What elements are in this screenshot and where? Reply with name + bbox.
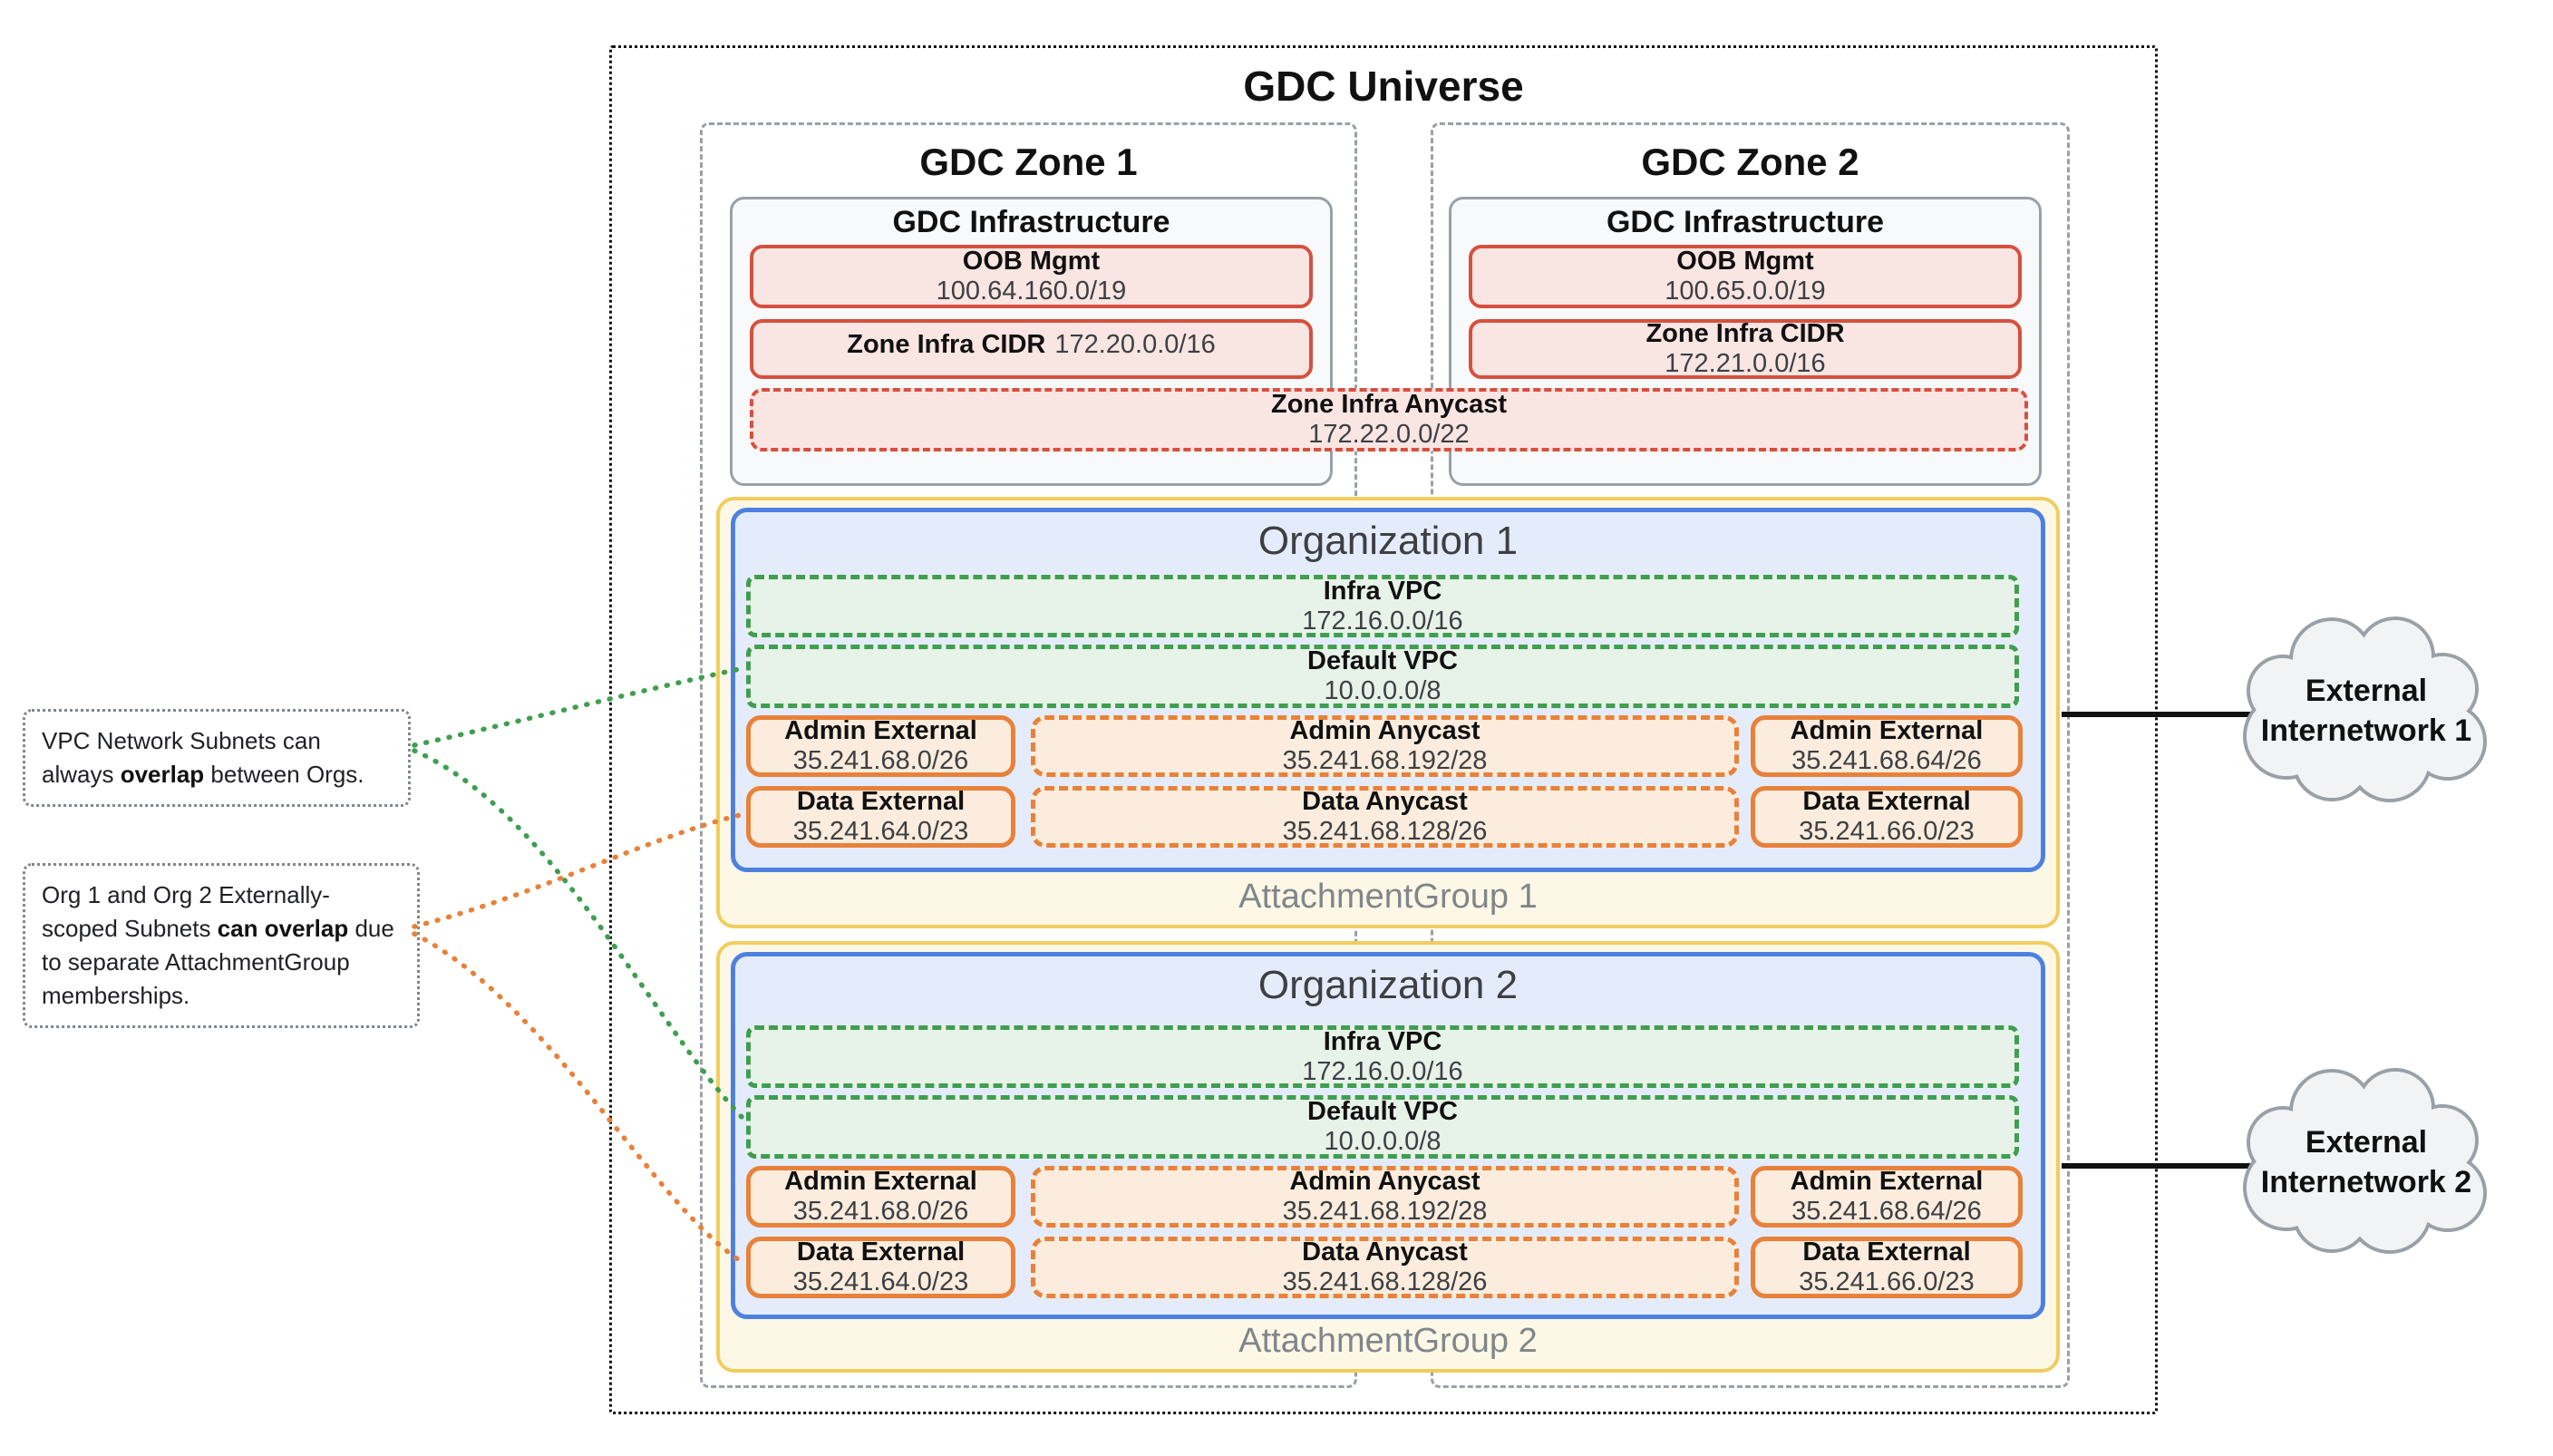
subnet-cidr: 35.241.68.192/28 — [1282, 1197, 1488, 1226]
subnet-label: Admin Anycast — [1289, 1167, 1480, 1196]
note-external-overlap: Org 1 and Org 2 Externally-scoped Subnet… — [23, 863, 420, 1028]
zone1-title: GDC Zone 1 — [919, 141, 1138, 183]
organization2-title: Organization 2 — [1257, 963, 1519, 1007]
subnet-cidr: 35.241.64.0/23 — [792, 1267, 969, 1296]
oob-cidr: 100.65.0.0/19 — [1665, 277, 1826, 306]
org2-admin-external-right-box: Admin External 35.241.68.64/26 — [1751, 1166, 2023, 1228]
zone-infra-cidr-label: Zone Infra CIDR — [1645, 319, 1845, 348]
zone-infra-anycast-box: Zone Infra Anycast 172.22.0.0/22 — [750, 388, 2028, 451]
anycast-cidr: 172.22.0.0/22 — [1308, 420, 1470, 449]
org1-data-anycast-box: Data Anycast 35.241.68.128/26 — [1031, 786, 1739, 848]
subnet-cidr: 35.241.68.192/28 — [1282, 746, 1488, 775]
subnet-cidr: 35.241.66.0/23 — [1799, 1267, 1975, 1296]
subnet-label: Data External — [1802, 787, 1971, 816]
org2-data-external-left-box: Data External 35.241.64.0/23 — [746, 1237, 1015, 1298]
cloud-label-line1: External — [2305, 1125, 2428, 1160]
vpc-label: Infra VPC — [1323, 1026, 1442, 1056]
subnet-label: Data Anycast — [1302, 787, 1468, 816]
subnet-cidr: 35.241.68.64/26 — [1791, 746, 1982, 775]
vpc-cidr: 10.0.0.0/8 — [1324, 1127, 1442, 1156]
org2-admin-anycast-box: Admin Anycast 35.241.68.192/28 — [1031, 1166, 1739, 1228]
note-text-bold: can overlap — [217, 915, 349, 942]
cloud-label-line2: Internetwork 2 — [2260, 1165, 2472, 1199]
oob-label: OOB Mgmt — [1676, 247, 1814, 276]
zone-infra-cidr-value: 172.21.0.0/16 — [1665, 349, 1826, 378]
vpc-cidr: 172.16.0.0/16 — [1302, 606, 1463, 636]
org2-data-external-right-box: Data External 35.241.66.0/23 — [1751, 1237, 2023, 1298]
vpc-label: Default VPC — [1307, 1097, 1458, 1126]
zone2-title: GDC Zone 2 — [1641, 141, 1859, 183]
subnet-cidr: 35.241.68.128/26 — [1282, 1267, 1488, 1296]
vpc-cidr: 172.16.0.0/16 — [1302, 1056, 1463, 1086]
note-text-bold: overlap — [120, 761, 205, 788]
oob-cidr: 100.64.160.0/19 — [936, 277, 1127, 306]
attachment-group2-label: AttachmentGroup 2 — [1238, 1322, 1538, 1360]
org1-admin-external-right-box: Admin External 35.241.68.64/26 — [1751, 715, 2023, 777]
note-text-post: due to separate AttachmentGroup membersh… — [42, 915, 394, 1009]
subnet-label: Admin Anycast — [1289, 716, 1480, 745]
zone2-infra-cidr-box: Zone Infra CIDR 172.21.0.0/16 — [1469, 319, 2022, 379]
subnet-label: Admin External — [1790, 716, 1984, 745]
org2-admin-external-left-box: Admin External 35.241.68.0/26 — [746, 1166, 1015, 1228]
vpc-label: Infra VPC — [1323, 576, 1442, 606]
zone1-oob-mgmt-box: OOB Mgmt 100.64.160.0/19 — [750, 245, 1313, 308]
subnet-label: Data External — [1802, 1238, 1971, 1267]
zone2-oob-mgmt-box: OOB Mgmt 100.65.0.0/19 — [1469, 245, 2022, 308]
attachment-group1-label: AttachmentGroup 1 — [1238, 878, 1538, 916]
oob-label: OOB Mgmt — [962, 247, 1101, 276]
subnet-cidr: 35.241.68.128/26 — [1282, 817, 1488, 846]
org2-default-vpc-box: Default VPC 10.0.0.0/8 — [746, 1095, 2019, 1159]
cloud-label-line1: External — [2305, 674, 2428, 708]
org2-infra-vpc-box: Infra VPC 172.16.0.0/16 — [746, 1025, 2019, 1088]
subnet-cidr: 35.241.68.64/26 — [1791, 1197, 1982, 1226]
zone2-infrastructure-title: GDC Infrastructure — [1606, 205, 1885, 239]
cloud-label-line2: Internetwork 1 — [2260, 713, 2472, 748]
subnet-cidr: 35.241.68.0/26 — [792, 1197, 969, 1226]
org1-default-vpc-box: Default VPC 10.0.0.0/8 — [746, 645, 2019, 708]
note-text-post: between Orgs. — [204, 761, 364, 788]
zone1-infrastructure-title: GDC Infrastructure — [892, 205, 1170, 239]
organization1-title: Organization 1 — [1257, 519, 1519, 563]
zone1-infra-cidr-box: Zone Infra CIDR 172.20.0.0/16 — [750, 319, 1313, 379]
org2-data-anycast-box: Data Anycast 35.241.68.128/26 — [1031, 1237, 1739, 1298]
org1-data-external-right-box: Data External 35.241.66.0/23 — [1751, 786, 2023, 848]
subnet-label: Data Anycast — [1302, 1238, 1468, 1267]
zone-infra-cidr-label: Zone Infra CIDR — [847, 330, 1046, 359]
subnet-label: Admin External — [1790, 1167, 1984, 1196]
subnet-cidr: 35.241.68.0/26 — [792, 746, 969, 775]
external-internetwork1-label: External Internetwork 1 — [2230, 609, 2502, 812]
subnet-cidr: 35.241.64.0/23 — [792, 817, 969, 846]
anycast-label: Zone Infra Anycast — [1271, 390, 1507, 419]
zone-infra-cidr-value: 172.20.0.0/16 — [1054, 330, 1216, 359]
external-internetwork2-label: External Internetwork 2 — [2230, 1061, 2502, 1264]
org1-data-external-left-box: Data External 35.241.64.0/23 — [746, 786, 1015, 848]
vpc-label: Default VPC — [1307, 646, 1458, 675]
org1-admin-anycast-box: Admin Anycast 35.241.68.192/28 — [1031, 715, 1739, 777]
universe-title: GDC Universe — [1243, 63, 1524, 110]
zone-infra-cidr-line: Zone Infra CIDR 172.20.0.0/16 — [753, 323, 1309, 375]
org1-infra-vpc-box: Infra VPC 172.16.0.0/16 — [746, 575, 2019, 637]
subnet-label: Data External — [796, 787, 966, 816]
note-vpc-overlap: VPC Network Subnets can always overlap b… — [23, 709, 411, 807]
note-text-pre: VPC Network Subnets can always — [42, 727, 321, 788]
org1-admin-external-left-box: Admin External 35.241.68.0/26 — [746, 715, 1015, 777]
subnet-label: Admin External — [784, 1167, 977, 1196]
subnet-label: Data External — [796, 1238, 966, 1267]
note-text-pre: Org 1 and Org 2 Externally-scoped Subnet… — [42, 881, 330, 942]
subnet-label: Admin External — [784, 716, 977, 745]
vpc-cidr: 10.0.0.0/8 — [1324, 676, 1442, 705]
subnet-cidr: 35.241.66.0/23 — [1799, 817, 1975, 846]
